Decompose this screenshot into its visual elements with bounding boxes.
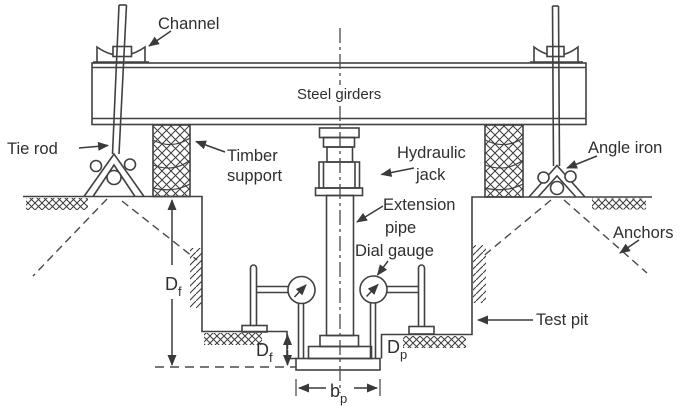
test-plate-stack [295, 334, 381, 371]
label-test-pit: Test pit [477, 311, 589, 329]
soil-hatch-pit-floor-left [204, 333, 262, 345]
svg-text:Tie rod: Tie rod [7, 140, 58, 158]
svg-text:Hydraulic: Hydraulic [397, 144, 466, 162]
dial-gauge-right [359, 275, 388, 359]
ground-and-test-pit-outline [23, 195, 652, 360]
svg-text:Channel: Channel [158, 15, 219, 33]
svg-text:Angle iron: Angle iron [588, 139, 662, 157]
soil-hatch-pit-wall-left [190, 248, 202, 308]
hydraulic-jack [314, 127, 364, 197]
svg-text:Dial gauge: Dial gauge [355, 242, 434, 260]
label-dial-gauge: Dial gauge [355, 242, 434, 276]
svg-text:Steel girders: Steel girders [297, 86, 381, 103]
label-steel-girders: Steel girders [292, 85, 388, 103]
channel-left [93, 45, 149, 63]
label-hydraulic-jack: Hydraulic jack [380, 144, 466, 184]
label-timber-support: Timber support [195, 140, 282, 185]
angle-iron-right [528, 164, 586, 198]
steel-girder [91, 62, 587, 126]
dimension-dp-label: Dp [387, 337, 407, 362]
dimension-df-plate-seat-label: Df [256, 340, 273, 365]
dimension-df-plate-seat: Df [256, 334, 292, 366]
soil-hatch-ground-right [592, 198, 646, 210]
soil-hatch-pit-floor-right [403, 336, 466, 348]
tie-rod-left [111, 4, 128, 155]
svg-text:jack: jack [415, 166, 446, 184]
label-channel: Channel [148, 15, 219, 47]
tie-rod-right [551, 5, 561, 167]
gauge-stand-right [386, 264, 435, 335]
label-tie-rod: Tie rod [7, 140, 109, 158]
dial-gauge-left [287, 275, 316, 359]
dimension-bp: bp [295, 379, 381, 406]
anchor-lines-right [480, 199, 648, 274]
svg-text:Test pit: Test pit [536, 311, 589, 329]
label-anchors: Anchors [613, 224, 674, 254]
timber-support-right [484, 124, 524, 198]
gauge-needle-right [365, 283, 379, 298]
soil-hatch-ground-left [26, 198, 88, 210]
svg-text:support: support [227, 167, 282, 185]
svg-text:pipe: pipe [385, 219, 416, 237]
angle-iron-left [83, 152, 145, 197]
gauge-needle-left [293, 284, 307, 298]
soil-hatch-pit-wall-right [473, 245, 486, 303]
svg-text:Extension: Extension [383, 196, 455, 214]
svg-text:Timber: Timber [227, 147, 278, 165]
dimension-dp: Dp [387, 337, 407, 362]
gauge-stand-left [241, 264, 289, 333]
dimension-df-footing: Df [165, 199, 182, 366]
dimension-df-footing-label: Df [165, 274, 182, 299]
channel-right [530, 45, 583, 63]
dimension-bp-label: bp [330, 381, 347, 406]
svg-text:Anchors: Anchors [613, 224, 674, 242]
anchor-lines-left [32, 198, 198, 277]
timber-support-left [152, 124, 191, 198]
label-angle-iron: Angle iron [566, 139, 662, 169]
label-extension-pipe: Extension pipe [356, 196, 455, 237]
